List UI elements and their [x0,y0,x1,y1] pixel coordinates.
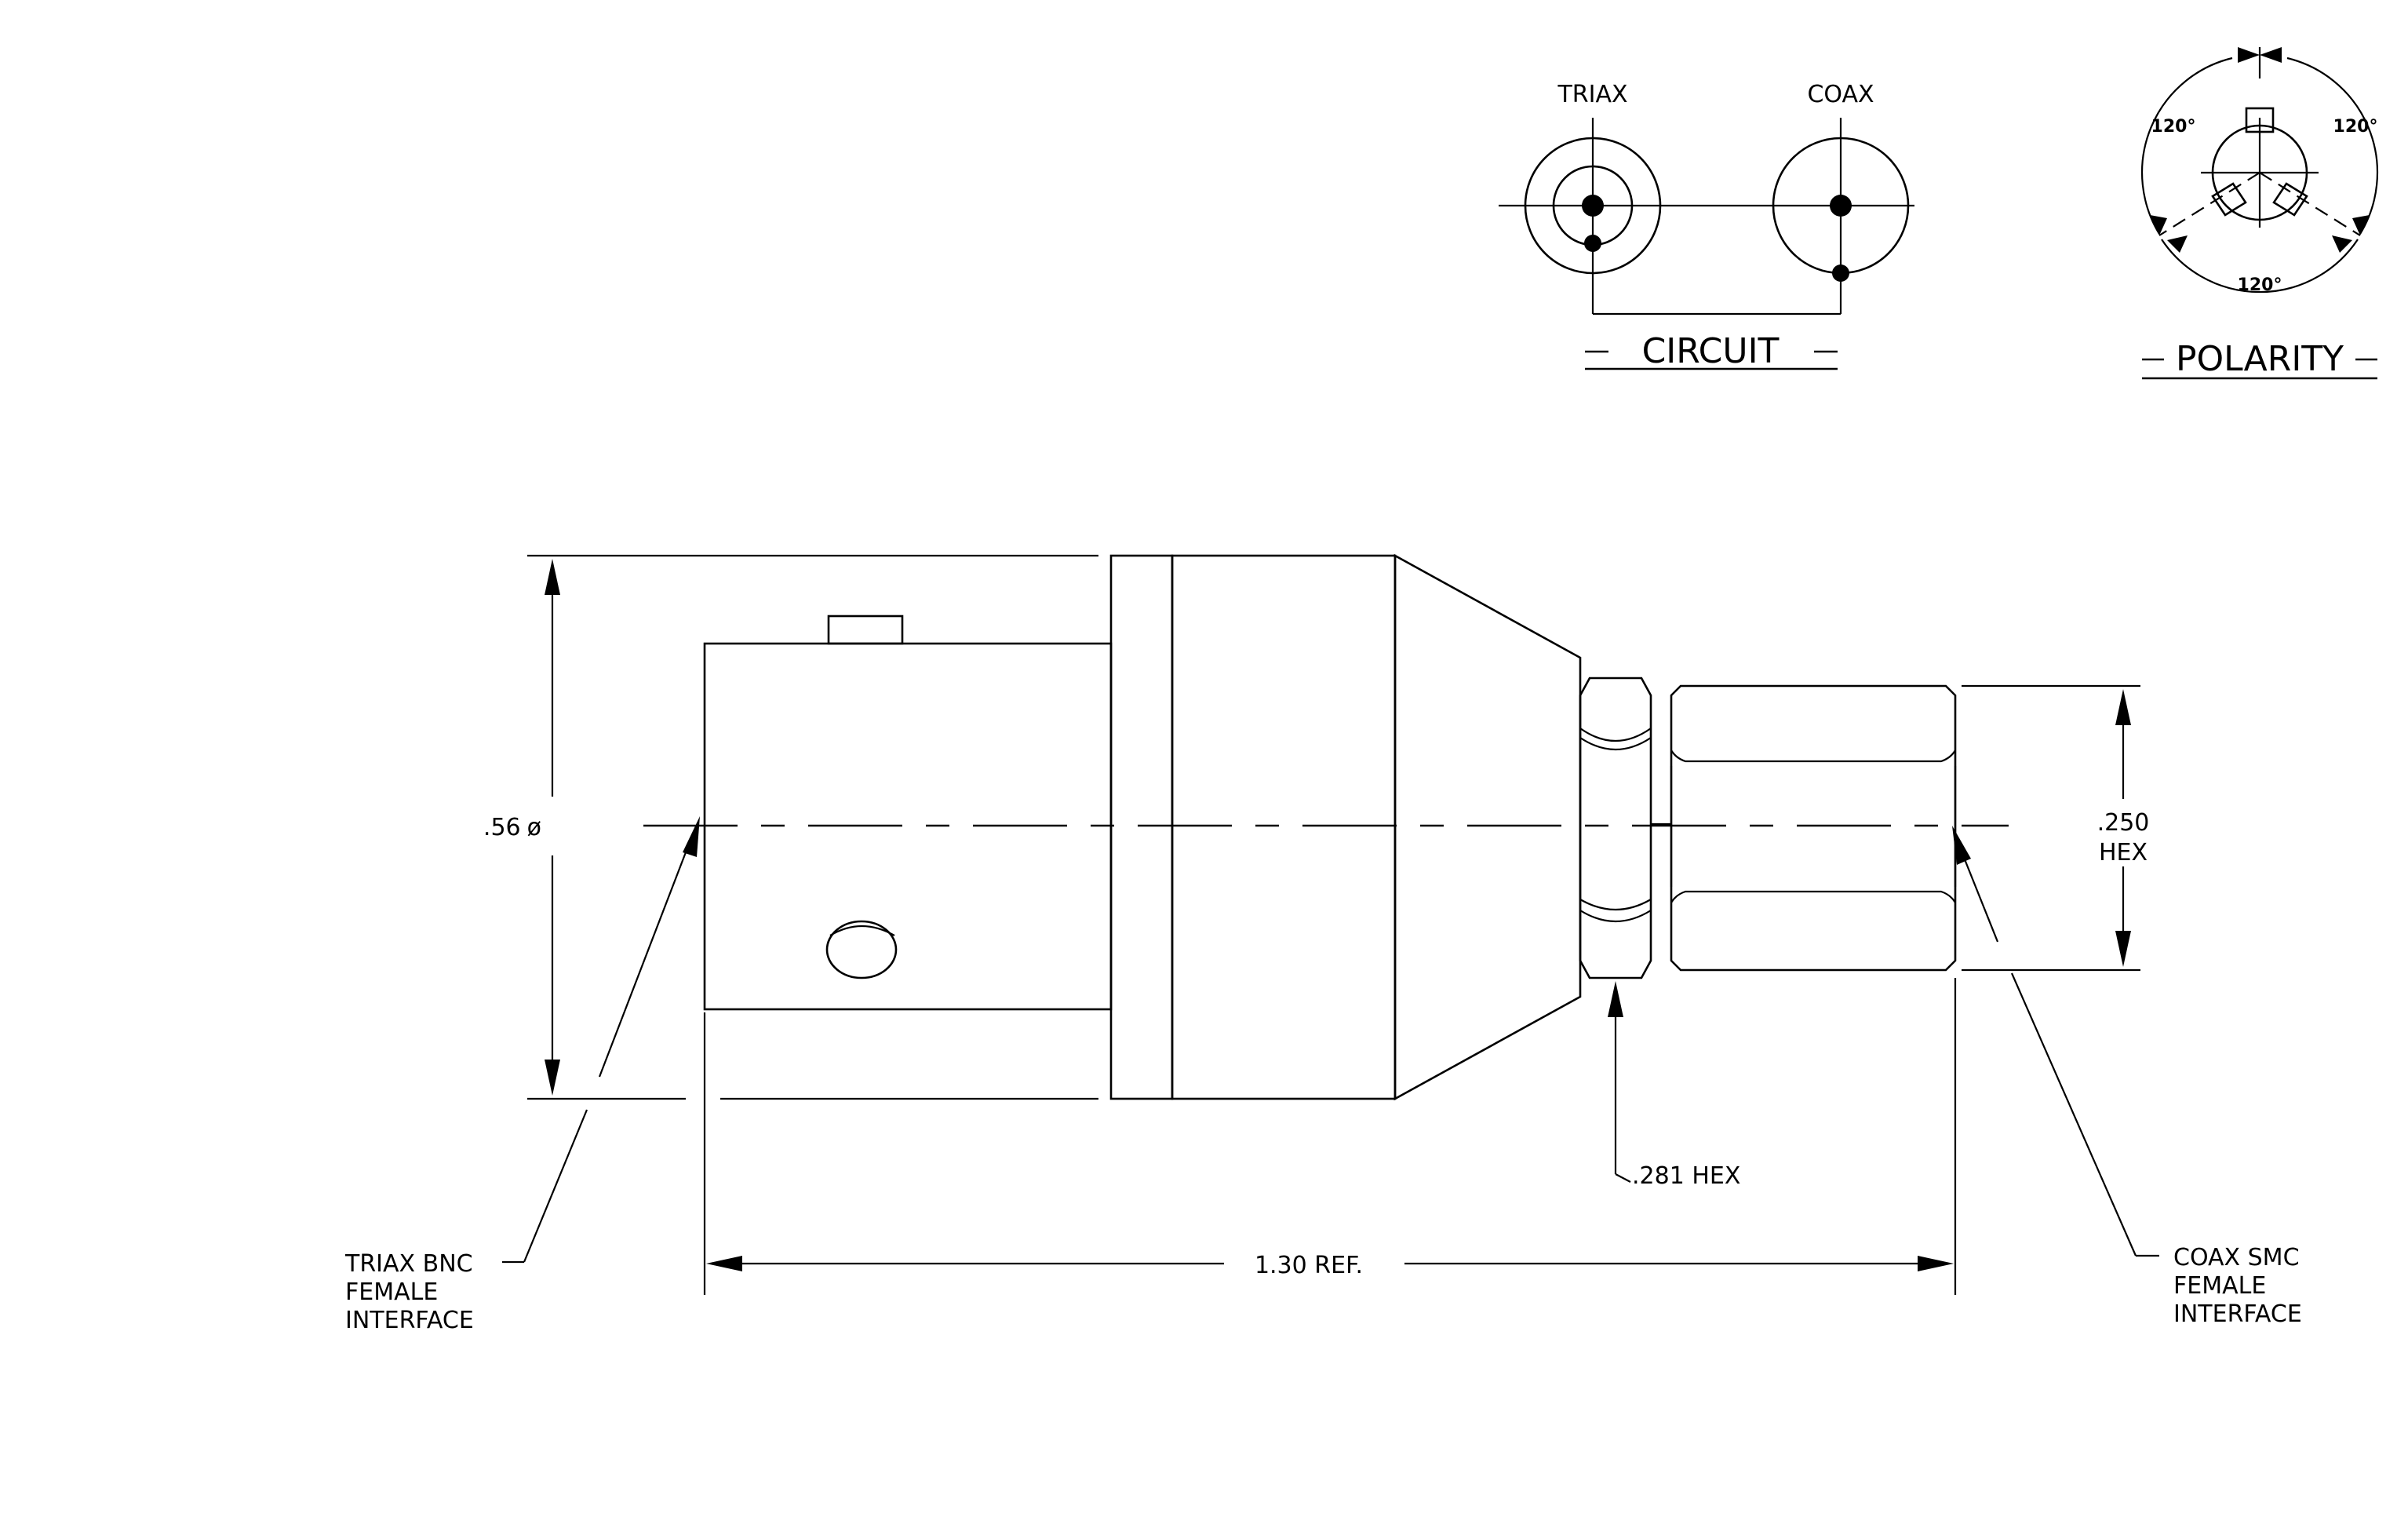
length-label: 1.30 REF. [1255,1252,1363,1279]
triax-callout-leader-lower [523,1109,588,1263]
triax-label: TRIAX [1557,81,1627,108]
polarity-arrow-left [2150,215,2167,235]
polarity-arrow-bottom-left [2167,235,2188,253]
length-arrow-right [1918,1256,1954,1271]
coax-callout-leader-lower [2010,972,2137,1257]
polarity-arrow-top-left [2238,47,2260,63]
hex-nut-281 [1579,677,1652,979]
triax-callout-line-1: TRIAX BNC [344,1250,473,1278]
circuit-title: CIRCUIT [1642,331,1780,371]
polarity-arc-bottom [2161,239,2359,294]
triax-guard-contact [1584,235,1601,252]
triax-callout-arrow [683,816,700,857]
polarity-title: POLARITY [2176,339,2344,379]
dia-arrow-top [545,559,560,595]
hex-nut-281-edge-top-lower [1579,737,1652,750]
triax-callout-line-3: INTERFACE [345,1307,474,1334]
polarity-angle-top-right: 120° [2333,117,2378,137]
tapered-section [1393,553,1582,1101]
smc-hex-edge-bottom [1670,890,1956,903]
polarity-arrow-right [2352,215,2370,235]
polarity-key-right [2272,182,2308,217]
hex250-arrow-top [2115,689,2131,725]
polarity-arc-left [2140,57,2233,235]
coax-center-contact [1830,195,1852,217]
bnc-bayonet-stud-front [825,920,898,979]
coax-callout-line-3: INTERFACE [2173,1300,2302,1328]
polarity-arrow-top-right [2260,47,2282,63]
circuit-schematic: TRIAX COAX CIRCUIT [1499,81,1914,371]
hex-nut-281-edge-bottom-upper [1579,899,1652,911]
polarity-arrow-bottom-right [2332,235,2352,253]
hex281-leader-bend [1615,1173,1631,1183]
coax-callout-line-2: FEMALE [2173,1272,2266,1300]
callouts: TRIAX BNC FEMALE INTERFACE COAX SMC FEMA… [344,816,2302,1334]
coax-callout-line-1: COAX SMC [2173,1244,2300,1271]
hex250-value: .250 [2097,809,2150,837]
polarity-angle-bottom: 120° [2238,275,2282,295]
smc-hex-edge-top [1670,750,1956,763]
polarity-spoke-right [2259,172,2361,236]
polarity-diagram: 120° 120° 120° POLARITY [2140,47,2379,380]
triax-center-contact [1582,195,1604,217]
hex-nut-281-edge-top-upper [1579,728,1652,742]
polarity-arc-right [2286,57,2379,235]
triax-outer-circle [1524,137,1662,275]
main-body [1171,554,1397,1100]
coax-label: COAX [1807,81,1874,108]
length-arrow-left [706,1256,742,1271]
triax-callout-leader-upper [598,831,695,1078]
bnc-stud-highlight [829,925,895,936]
hex281-label: .281 HEX [1632,1162,1740,1190]
dia-arrow-bottom [545,1060,560,1096]
smc-hex-body [1670,684,1957,972]
bnc-bayonet-stud-top [827,615,904,645]
polarity-key-left [2211,182,2247,217]
flange [1109,554,1174,1100]
polarity-spoke-left [2158,172,2260,236]
coax-callout-arrow [1952,826,1971,865]
polarity-angle-top-left: 120° [2151,117,2196,137]
hex281-arrow [1608,981,1623,1017]
hex250-arrow-bottom [2115,931,2131,967]
hex-nut-281-edge-bottom-lower [1579,910,1652,922]
hex250-unit: HEX [2099,839,2148,866]
triax-callout-line-2: FEMALE [345,1278,438,1306]
connector-side-view [643,553,2009,1101]
